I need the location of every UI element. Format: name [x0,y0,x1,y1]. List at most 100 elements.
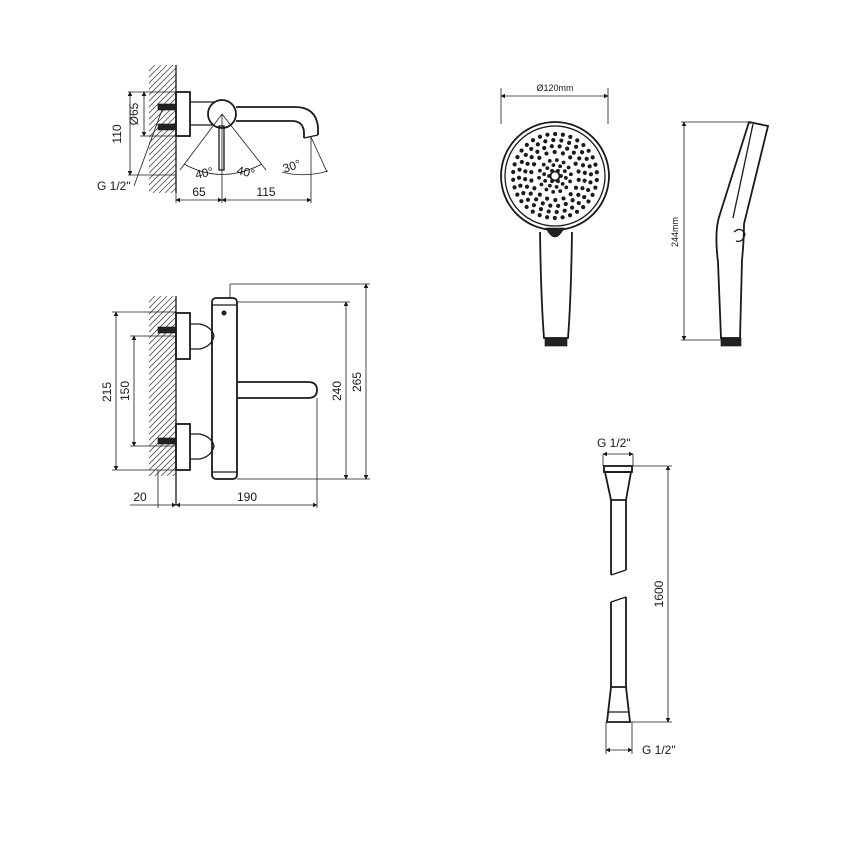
spray-hole [511,177,516,182]
lower-flange [175,423,191,471]
hatch-line [201,65,329,193]
spray-hole [557,144,562,149]
spray-hole [543,178,548,183]
spray-hole [539,182,544,187]
hatch-line [275,296,455,476]
hatch-line [149,322,176,351]
spray-hole [593,162,598,167]
spray-hole [540,201,545,206]
hatch-line [191,296,371,476]
spray-hole [573,161,578,166]
spray-hole [566,165,571,170]
spray-hole [519,199,524,204]
spray-hole [523,177,528,182]
spray-hole [552,149,557,155]
thread-leader [133,109,163,187]
hatch-line [149,364,176,393]
spray-hole [582,178,587,183]
wall-hatching [149,296,527,476]
spray-hole [532,186,537,191]
spray-hole [523,152,528,158]
hose-upper [610,500,627,575]
hatch-line [149,310,176,339]
spray-hole [594,177,599,183]
inlet-span-label: 215 [100,382,114,402]
spray-hole [574,209,580,214]
hatch-line [239,296,419,476]
spray-hole [545,196,550,201]
head-notch [545,227,565,238]
top-cone [603,471,633,501]
spray-hole [567,213,573,218]
hatch-line [149,151,176,180]
spray-hole [556,203,561,208]
spray-hole [529,170,534,175]
bottom-cone [605,686,632,723]
spray-hole [531,203,537,208]
spray-hole [554,184,559,189]
thread-pin [157,437,177,445]
hatch-line [299,296,479,476]
center-nozzle [549,170,561,182]
spray-hole [576,192,581,197]
spray-hole [581,142,586,148]
mixer-cylinder [211,297,238,480]
spray-hole [568,192,573,197]
spray-hole [558,164,563,169]
spray-hole [544,151,549,156]
head-outer [500,121,610,231]
axis-to-spout-label: 115 [256,185,275,199]
side-notch [733,228,746,242]
hatch-line [257,296,437,476]
spray-hole [584,156,589,161]
lever-height-label: 240 [330,381,344,401]
spray-hole [544,187,549,192]
hatch-line [149,382,176,411]
spray-hole [517,167,522,172]
spout-top-view: 40° 40° 30° 110 Ø65 G 1/2" 65 115 [97,65,431,203]
hatch-line [164,181,176,193]
hatch-line [149,296,174,321]
spout-upper [236,106,319,135]
hatch-line [149,412,176,441]
spray-hole [537,175,541,180]
hose-connector [544,337,568,347]
height-label: 110 [110,124,124,143]
hatch-line [221,296,401,476]
head-inner [504,125,606,227]
hatch-line [149,316,176,345]
bottom-thread-label: G 1/2" [642,743,676,757]
spray-hole [563,175,568,180]
indicator-dot [221,310,227,316]
hatch-line [158,175,176,193]
spray-hole [561,160,566,165]
angle-line-right [221,113,267,171]
hatch-line [149,296,162,309]
hatch-line [237,65,365,193]
angle-left-label: 40° [194,164,215,182]
hatch-line [347,296,527,476]
spray-hole [542,145,547,151]
side-connector [720,337,742,347]
spray-hole [519,148,524,153]
spray-hole [545,132,550,137]
hatch-line [149,85,176,114]
spray-hole [528,191,533,196]
spray-hole [525,161,530,166]
spray-hole [575,138,580,143]
hatch-line [287,296,467,476]
spray-hole [560,215,565,220]
hatch-line [149,157,176,186]
spray-hole [529,155,534,160]
spray-hole [560,151,566,156]
hatch-line [303,65,431,193]
spray-hole [523,169,528,174]
length-label: 244mm [670,217,680,247]
spray-hole [537,192,542,197]
spray-hole [552,215,557,221]
head-diameter-label: Ø120mm [536,83,573,93]
spray-hole [576,200,581,206]
spray-hole [547,183,552,188]
spray-hole [590,155,595,160]
